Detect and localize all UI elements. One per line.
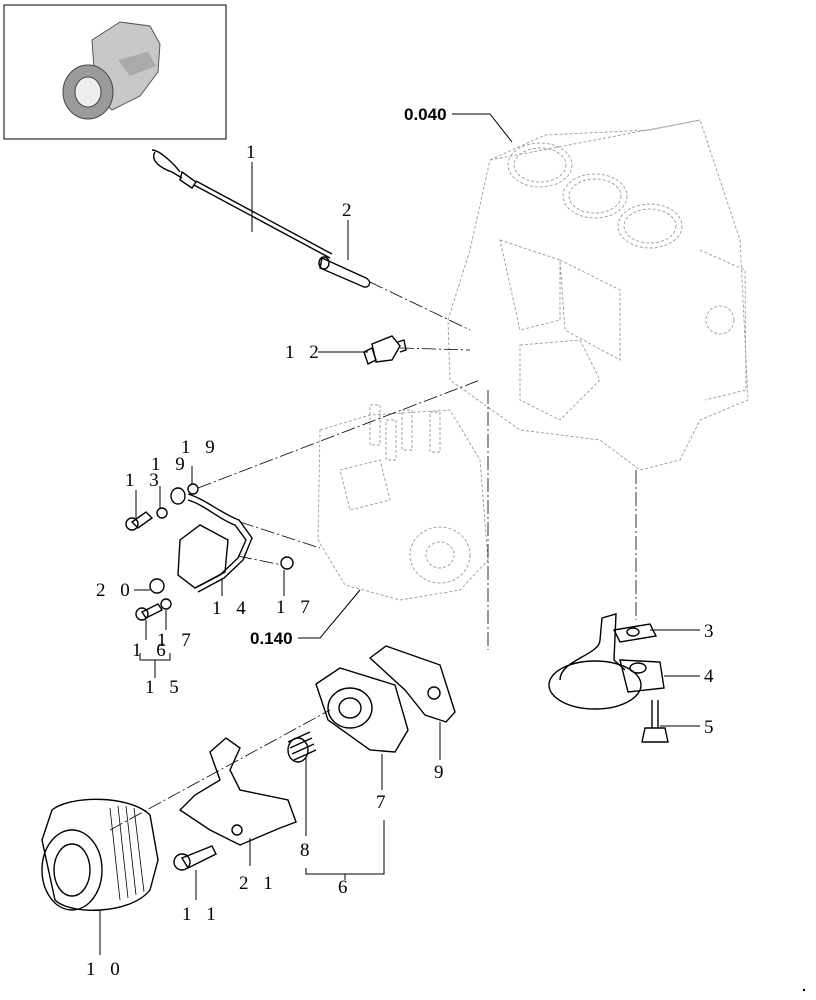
oil-pressure-switch bbox=[363, 335, 407, 365]
dipstick-tube bbox=[318, 256, 371, 288]
label-16: 1 6 bbox=[132, 640, 171, 661]
label-9: 9 bbox=[434, 762, 449, 783]
label-1: 1 bbox=[246, 142, 261, 163]
label-19-right: 1 9 bbox=[181, 437, 220, 458]
label-10: 1 0 bbox=[86, 959, 125, 980]
label-5: 5 bbox=[704, 717, 719, 738]
oil-filter bbox=[41, 798, 159, 911]
bolt-16 bbox=[135, 603, 164, 621]
label-20: 2 0 bbox=[96, 580, 135, 601]
label-15: 1 5 bbox=[145, 677, 184, 698]
washer-19b bbox=[187, 483, 199, 495]
filter-head bbox=[315, 667, 409, 753]
gasket-3 bbox=[612, 623, 658, 643]
washer-19a bbox=[156, 507, 168, 519]
ref-injection-pump: 0.140 bbox=[250, 629, 293, 648]
label-19-left: 1 9 bbox=[151, 454, 190, 475]
label-4: 4 bbox=[704, 666, 719, 687]
filter-bracket bbox=[178, 737, 297, 846]
label-12: 1 2 bbox=[285, 342, 324, 363]
engine-block-icon bbox=[447, 119, 749, 471]
bolt-11 bbox=[173, 845, 217, 871]
engine-thumbnail-icon bbox=[3, 4, 227, 140]
corner-dot bbox=[802, 988, 806, 992]
ref-engine-block: 0.040 bbox=[404, 105, 447, 124]
label-6: 6 bbox=[338, 877, 353, 898]
label-14: 1 4 bbox=[212, 598, 251, 619]
label-13: 1 3 bbox=[125, 470, 164, 491]
label-11: 1 1 bbox=[182, 904, 221, 925]
label-8: 8 bbox=[300, 840, 315, 861]
label-2: 2 bbox=[342, 200, 357, 221]
washer-17b bbox=[280, 556, 294, 570]
label-17-pump: 1 7 bbox=[276, 597, 315, 618]
oil-strainer bbox=[548, 613, 665, 710]
leader-lines bbox=[99, 113, 700, 955]
bolt-5 bbox=[641, 700, 669, 743]
nut-20 bbox=[149, 578, 165, 594]
label-21: 2 1 bbox=[239, 873, 278, 894]
washer-17a bbox=[160, 598, 172, 610]
label-7: 7 bbox=[376, 792, 391, 813]
label-17-bracket: 1 7 bbox=[157, 630, 196, 651]
dipstick bbox=[151, 149, 333, 259]
injection-pump-icon bbox=[317, 404, 489, 601]
label-3: 3 bbox=[704, 621, 719, 642]
banjo-bolt-13 bbox=[125, 511, 154, 531]
assembly-lines bbox=[109, 281, 637, 831]
oil-pipe bbox=[170, 487, 253, 593]
gasket-9 bbox=[368, 645, 456, 723]
relief-spring bbox=[287, 731, 317, 763]
